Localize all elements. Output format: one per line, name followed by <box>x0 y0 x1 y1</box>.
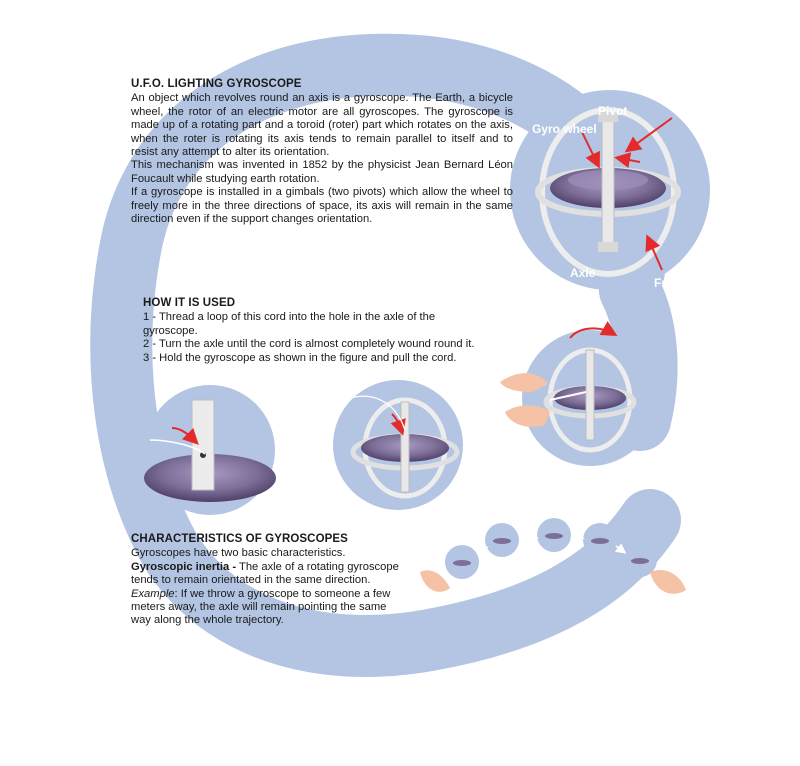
usage-step-3: 3 - Hold the gyroscope as shown in the f… <box>143 351 457 364</box>
characteristics-section: CHARACTERISTICS OF GYROSCOPES Gyroscopes… <box>131 533 401 628</box>
usage-step-2: 2 - Turn the axle until the cord is almo… <box>143 338 475 351</box>
characteristics-intro: Gyroscopes have two basic characteristic… <box>131 547 346 560</box>
intro-title: U.F.O. LIGHTING GYROSCOPE <box>131 78 302 90</box>
intro-paragraph-3: If a gyroscope is installed in a gimbals… <box>131 186 513 226</box>
intro-section: U.F.O. LIGHTING GYROSCOPE An object whic… <box>131 78 513 226</box>
usage-section: HOW IT IS USED 1 - Thread a loop of this… <box>143 297 483 365</box>
example-text: : If we throw a gyroscope to someone a f… <box>131 587 391 627</box>
example-term: Example <box>131 587 175 600</box>
usage-step-1: 1 - Thread a loop of this cord into the … <box>143 311 436 337</box>
gyroscope-main-diagram <box>510 90 710 290</box>
inertia-term: Gyroscopic inertia - <box>131 560 237 573</box>
label-frame: Frame <box>654 276 691 290</box>
label-axle: Axle <box>570 266 596 280</box>
thread-cord-illustration <box>333 380 463 510</box>
example-paragraph: Example: If we throw a gyroscope to some… <box>131 588 401 628</box>
axle-hole-closeup <box>144 385 276 515</box>
inertia-paragraph: Gyroscopic inertia - The axle of a rotat… <box>131 561 401 588</box>
label-gyro-wheel: Gyro wheel <box>532 122 597 136</box>
trajectory-sequence <box>420 518 686 594</box>
inertia-text: The axle of a rotating gyroscope tends t… <box>131 560 399 587</box>
gyroscope-pull-cord-illustration <box>500 321 658 466</box>
label-pivot: Pivot <box>598 104 628 118</box>
usage-title: HOW IT IS USED <box>143 297 236 309</box>
intro-paragraph-2: This mechanism was invented in 1852 by t… <box>131 159 513 185</box>
characteristics-title: CHARACTERISTICS OF GYROSCOPES <box>131 533 348 545</box>
intro-paragraph-1: An object which revolves round an axis i… <box>131 92 513 159</box>
